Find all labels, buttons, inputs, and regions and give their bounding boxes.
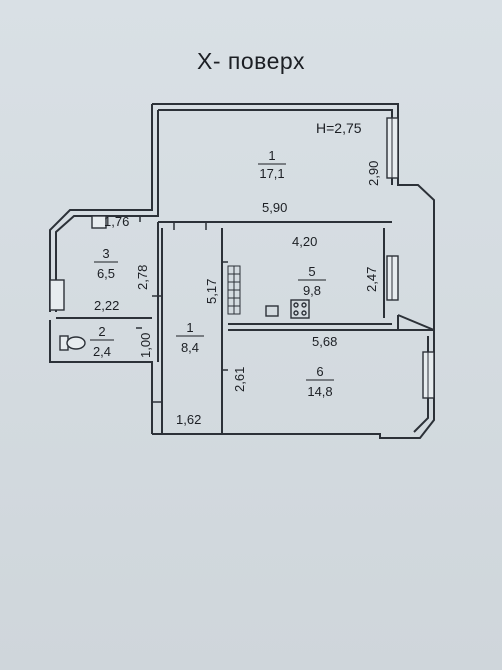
dim-2-47: 2,47	[364, 267, 379, 292]
floor-title: Х- поверх	[197, 48, 305, 74]
room-3-area: 6,5	[97, 266, 115, 281]
room-2-number: 2	[98, 324, 105, 339]
room-5-area: 9,8	[303, 283, 321, 298]
dim-2-90: 2,90	[366, 161, 381, 186]
room-6-area: 14,8	[307, 384, 332, 399]
outer-wall-left-inner	[55, 110, 159, 312]
dim-1-00: 1,00	[138, 333, 153, 358]
room-3-number: 3	[102, 246, 109, 261]
room-1-area: 8,4	[181, 340, 199, 355]
dim-5-68: 5,68	[312, 334, 337, 349]
radiator-icon	[227, 265, 241, 315]
room-6-number: 6	[316, 364, 323, 379]
dim-5-17: 5,17	[204, 279, 219, 304]
outer-wall-bottom-left	[49, 320, 153, 434]
room-4-number: 1	[268, 148, 275, 163]
room-5-number: 5	[308, 264, 315, 279]
dim-1-62: 1,62	[176, 412, 201, 427]
dim-5-90: 5,90	[262, 200, 287, 215]
ceiling-height: H=2,75	[316, 120, 362, 136]
dim-2-22: 2,22	[94, 298, 119, 313]
dim-4-20: 4,20	[292, 234, 317, 249]
window-room-3	[49, 279, 65, 311]
dim-2-61: 2,61	[232, 367, 247, 392]
toilet-icon	[59, 335, 86, 351]
room-2-area: 2,4	[93, 344, 111, 359]
room-1-number: 1	[186, 320, 193, 335]
dim-2-78: 2,78	[135, 265, 150, 290]
outer-wall-left	[49, 104, 153, 312]
sink-icon	[91, 215, 107, 229]
dim-1-76: 1,76	[104, 214, 129, 229]
room-4-area: 17,1	[259, 166, 284, 181]
stove-icon	[265, 299, 310, 319]
